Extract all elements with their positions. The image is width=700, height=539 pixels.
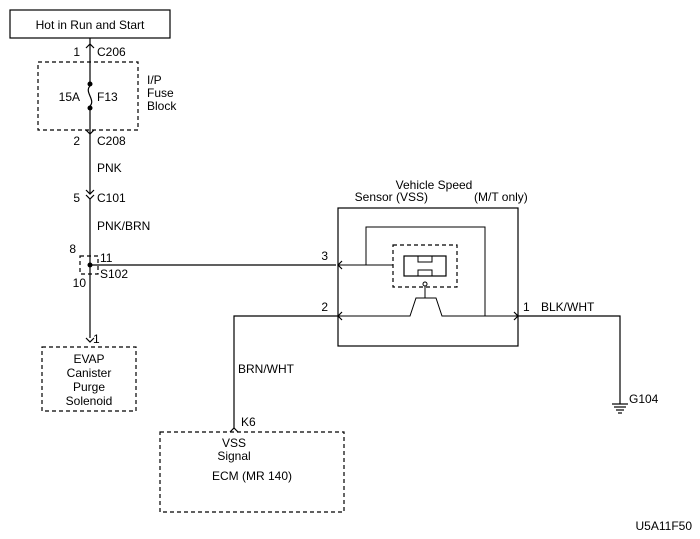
fuse-terminal-top [87, 81, 93, 87]
connector-c101-symbol-a [85, 189, 95, 195]
vss-hall-detail-top [417, 256, 433, 263]
ecm-name: ECM (MR 140) [212, 469, 292, 483]
vss-sensor-box [337, 207, 519, 347]
wire-brn-wht [233, 315, 338, 428]
fuse-element [87, 85, 93, 107]
connector-c206-symbol [85, 43, 95, 49]
evap-pin: 1 [93, 332, 100, 346]
evap-solenoid-outline [41, 346, 137, 412]
vss-pin3-label: 3 [321, 249, 328, 263]
wire-label-pnk-brn: PNK/BRN [97, 219, 150, 233]
vss-sense-node [422, 281, 428, 287]
fuse-name: F13 [97, 90, 118, 104]
c208-pin: 2 [73, 134, 80, 148]
c206-name: C206 [97, 45, 126, 59]
fuse-block-label-1: I/P [147, 73, 162, 87]
vss-note: (M/T only) [474, 190, 528, 204]
ecm-outline [159, 431, 345, 513]
figure-id: U5A11F50 [636, 519, 693, 533]
vss-hall-detail-bottom [417, 269, 433, 276]
c101-name: C101 [97, 191, 126, 205]
fuse-block-label-3: Block [147, 99, 177, 113]
vss-title-1: Vehicle Speed [396, 178, 473, 192]
vss-internal-loop [365, 226, 486, 316]
splice-name: S102 [100, 267, 128, 281]
splice-pin-bottom: 10 [73, 276, 87, 290]
splice-s102-outline [79, 255, 99, 275]
fuse-block-label-2: Fuse [147, 86, 174, 100]
vss-title-2: Sensor (VSS) [355, 190, 428, 204]
ecm-signal-1: VSS [222, 436, 246, 450]
wire-blk-wht [518, 315, 621, 404]
ecm-signal-2: Signal [217, 449, 250, 463]
power-source-label: Hot in Run and Start [36, 18, 145, 32]
vss-hall-element-core [403, 255, 447, 277]
ecm-k6-symbol [229, 427, 239, 433]
c208-name: C208 [97, 134, 126, 148]
vss-pulse-trace [338, 297, 518, 317]
wire-label-brn-wht: BRN/WHT [238, 362, 295, 376]
fuse-rating: 15A [59, 90, 80, 104]
c101-pin: 5 [73, 191, 80, 205]
connector-c101-symbol-b [85, 194, 95, 200]
evap-label-2: Canister [67, 366, 112, 380]
splice-pin-top: 8 [69, 242, 76, 256]
vss-pin1-label: 1 [523, 300, 530, 314]
vss-hall-element-outline [392, 244, 458, 288]
evap-label-4: Solenoid [66, 394, 113, 408]
evap-label-1: EVAP [73, 352, 104, 366]
vss-pin2-label: 2 [321, 300, 328, 314]
connector-evap-symbol [85, 337, 95, 343]
ground-label: G104 [629, 392, 659, 406]
splice-pin-right: 11 [100, 251, 113, 265]
fuse-block-outline [37, 61, 139, 131]
c206-pin: 1 [73, 45, 80, 59]
ecm-pin: K6 [241, 415, 256, 429]
evap-label-3: Purge [73, 380, 105, 394]
wire-label-blk-wht: BLK/WHT [541, 300, 595, 314]
fuse-terminal-bottom [87, 105, 93, 111]
wire-label-pnk: PNK [97, 161, 122, 175]
